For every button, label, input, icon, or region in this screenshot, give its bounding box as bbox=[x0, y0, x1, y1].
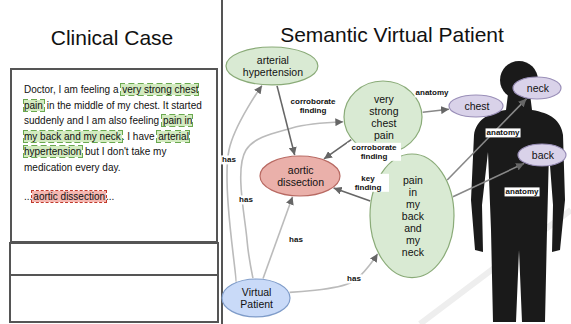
relation-label: key finding bbox=[347, 174, 389, 192]
node-label: pain in my back and my neck bbox=[401, 174, 425, 258]
ellipse-text-holder: arterial hypertension bbox=[242, 54, 304, 78]
concept-ellipse: neck bbox=[512, 76, 562, 100]
node-label: chest bbox=[463, 100, 490, 112]
ellipse-shape bbox=[260, 156, 340, 196]
silhouette-body bbox=[471, 94, 565, 322]
concept-ellipse: chest bbox=[448, 94, 504, 118]
ellipse-text-holder: aortic dissection bbox=[277, 164, 325, 188]
relation-label: anatomy bbox=[415, 88, 450, 97]
ellipse-text-holder: chest bbox=[463, 100, 490, 112]
node-label: back bbox=[531, 149, 555, 161]
ellipse-shape bbox=[449, 95, 503, 117]
ellipse-text-holder: back bbox=[531, 149, 555, 161]
ellipse-shape bbox=[513, 77, 561, 99]
case-text: ... bbox=[106, 191, 114, 202]
node-label: Virtual Patient bbox=[240, 286, 274, 310]
highlighted-mention: aortic dissection bbox=[32, 191, 106, 202]
case-text: . I have bbox=[122, 131, 158, 142]
panel-title: Clinical Case bbox=[51, 26, 174, 50]
concept-ellipse: aortic dissection bbox=[259, 155, 341, 197]
relation-connector bbox=[290, 254, 378, 293]
concept-ellipse: arterial hypertension bbox=[225, 46, 319, 86]
ellipse-text-holder: Virtual Patient bbox=[240, 286, 274, 310]
ellipse-text-holder: very strong chest pain bbox=[368, 93, 399, 141]
relation-connector bbox=[423, 109, 449, 112]
ellipse-text-holder: neck bbox=[526, 82, 550, 94]
ellipse-shape bbox=[370, 154, 454, 278]
relation-label: has bbox=[346, 274, 362, 283]
relation-label: anatomy bbox=[505, 187, 540, 196]
relation-label: corroborate finding bbox=[286, 97, 340, 115]
relation-connector bbox=[227, 86, 262, 282]
relation-label: has bbox=[288, 235, 304, 244]
case-box: Doctor, I am feeling a very strong chest… bbox=[10, 68, 218, 243]
relation-label: has bbox=[238, 195, 254, 204]
empty-box bbox=[10, 275, 218, 322]
relation-label: has bbox=[221, 155, 237, 164]
concept-ellipse: back bbox=[517, 143, 567, 167]
node-label: aortic dissection bbox=[277, 164, 325, 188]
ellipse-shape bbox=[518, 144, 566, 166]
case-text: ...aortic dissection... bbox=[24, 189, 206, 205]
concept-ellipse: pain in my back and my neck bbox=[369, 153, 455, 279]
panel-title: Semantic Virtual Patient bbox=[280, 23, 504, 47]
case-text: Doctor, I am feeling a bbox=[24, 84, 121, 95]
empty-box bbox=[10, 243, 218, 275]
node-label: neck bbox=[526, 82, 550, 94]
ellipse-text-holder: pain in my back and my neck bbox=[401, 174, 425, 258]
ellipse-shape bbox=[226, 47, 318, 85]
relation-label: anatomy bbox=[486, 128, 521, 137]
node-label: very strong chest pain bbox=[368, 93, 399, 141]
concept-ellipse: Virtual Patient bbox=[221, 278, 291, 318]
node-label: arterial hypertension bbox=[242, 54, 304, 78]
case-text: Doctor, I am feeling a very strong chest… bbox=[24, 82, 206, 175]
ellipse-shape bbox=[222, 279, 290, 317]
relation-label: corroborate finding bbox=[347, 143, 401, 161]
